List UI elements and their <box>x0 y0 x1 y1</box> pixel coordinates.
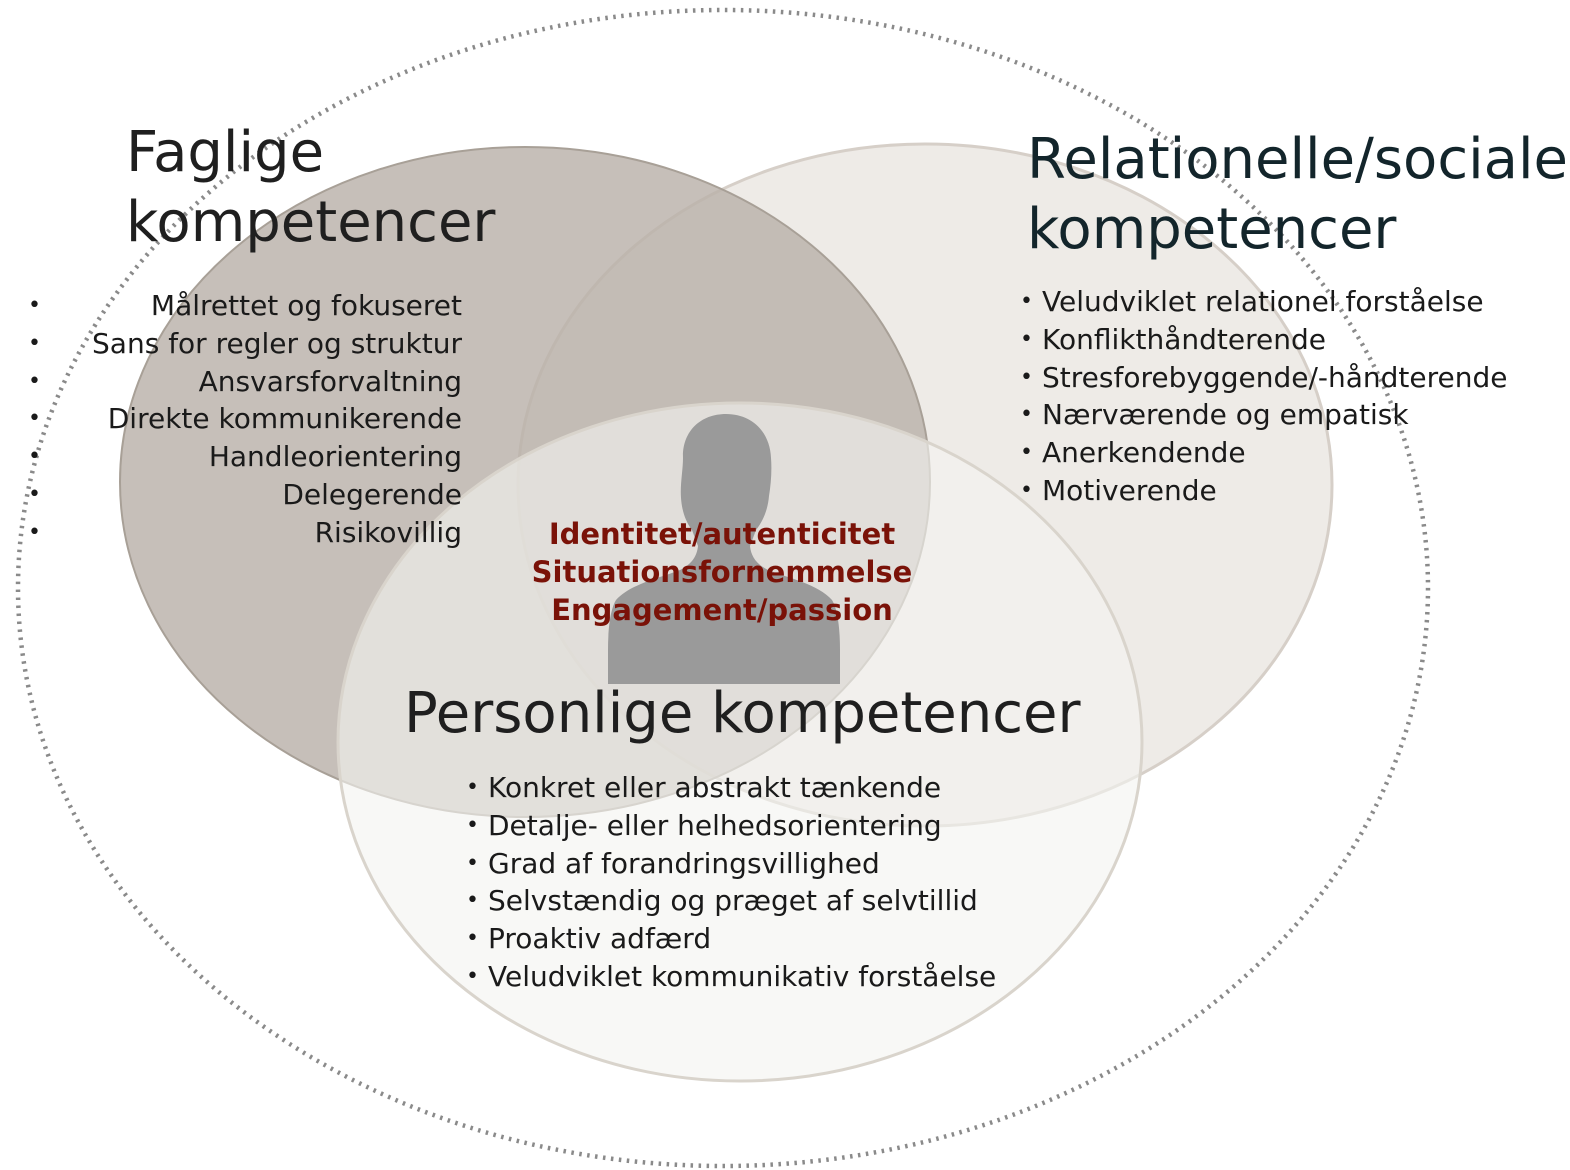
relationelle-heading-line1: Relationelle/sociale <box>1027 127 1568 192</box>
list-item: •Direkte kommunikerende <box>28 400 462 438</box>
list-item: •Motiverende <box>1020 472 1507 510</box>
bullet-icon: • <box>466 812 479 838</box>
list-item: •Anerkendende <box>1020 434 1507 472</box>
personlige-heading-text: Personlige kompetencer <box>404 681 1081 746</box>
core-qualities: Identitet/autenticitet Situationsfornemm… <box>500 515 944 629</box>
list-item: •Risikovillig <box>28 514 462 552</box>
list-item: •Stresforebyggende/-håndterende <box>1020 359 1507 397</box>
bullet-icon: • <box>28 444 41 470</box>
list-item: •Selvstændig og præget af selvtillid <box>466 882 996 920</box>
faglige-heading-line1: Faglige <box>126 120 325 185</box>
bullet-icon: • <box>28 406 41 432</box>
relationelle-heading-line2: kompetencer <box>1027 197 1397 262</box>
core-item: Identitet/autenticitet <box>548 517 896 551</box>
bullet-icon: • <box>28 368 41 394</box>
list-item: •Nærværende og empatisk <box>1020 396 1507 434</box>
list-item: •Konflikthåndterende <box>1020 321 1507 359</box>
bullet-icon: • <box>466 963 479 989</box>
relationelle-list: •Veludviklet relationel forståelse •Konf… <box>1020 283 1507 510</box>
list-item: •Grad af forandringsvillighed <box>466 845 996 883</box>
bullet-icon: • <box>1020 364 1033 390</box>
list-item: •Ansvarsforvaltning <box>28 363 462 401</box>
relationelle-heading: Relationelle/sociale kompetencer <box>1027 125 1568 265</box>
outer-dotted-boundary <box>15 7 1431 1169</box>
list-item: •Detalje- eller helhedsorientering <box>466 807 996 845</box>
list-item: •Proaktiv adfærd <box>466 920 996 958</box>
bullet-icon: • <box>466 888 479 914</box>
personlige-list: •Konkret eller abstrakt tænkende •Detalj… <box>466 769 996 996</box>
list-item: •Veludviklet kommunikativ forståelse <box>466 958 996 996</box>
bullet-icon: • <box>466 850 479 876</box>
person-silhouette-icon <box>608 414 840 684</box>
list-item: •Målrettet og fokuseret <box>28 287 462 325</box>
list-item: •Veludviklet relationel forståelse <box>1020 283 1507 321</box>
bullet-icon: • <box>1020 440 1033 466</box>
bullet-icon: • <box>1020 289 1033 314</box>
bullet-icon: • <box>1020 326 1033 352</box>
personlige-circle <box>336 401 1144 1083</box>
core-item: Situationsfornemmelse <box>531 555 913 589</box>
bullet-icon: • <box>1020 477 1033 503</box>
list-item: •Delegerende <box>28 476 462 514</box>
faglige-heading: Faglige kompetencer <box>126 118 495 258</box>
personlige-heading: Personlige kompetencer <box>404 679 1081 749</box>
list-item: •Konkret eller abstrakt tænkende <box>466 769 996 807</box>
bullet-icon: • <box>28 293 41 318</box>
bullet-icon: • <box>28 481 41 507</box>
list-item: •Handleorientering <box>28 438 462 476</box>
bullet-icon: • <box>466 926 479 952</box>
bullet-icon: • <box>1020 402 1033 428</box>
faglige-heading-line2: kompetencer <box>126 190 496 255</box>
core-item: Engagement/passion <box>551 593 893 627</box>
faglige-list: •Målrettet og fokuseret •Sans for regler… <box>28 287 462 552</box>
list-item: •Sans for regler og struktur <box>28 325 462 363</box>
bullet-icon: • <box>466 775 479 800</box>
bullet-icon: • <box>28 330 41 356</box>
bullet-icon: • <box>28 519 41 545</box>
